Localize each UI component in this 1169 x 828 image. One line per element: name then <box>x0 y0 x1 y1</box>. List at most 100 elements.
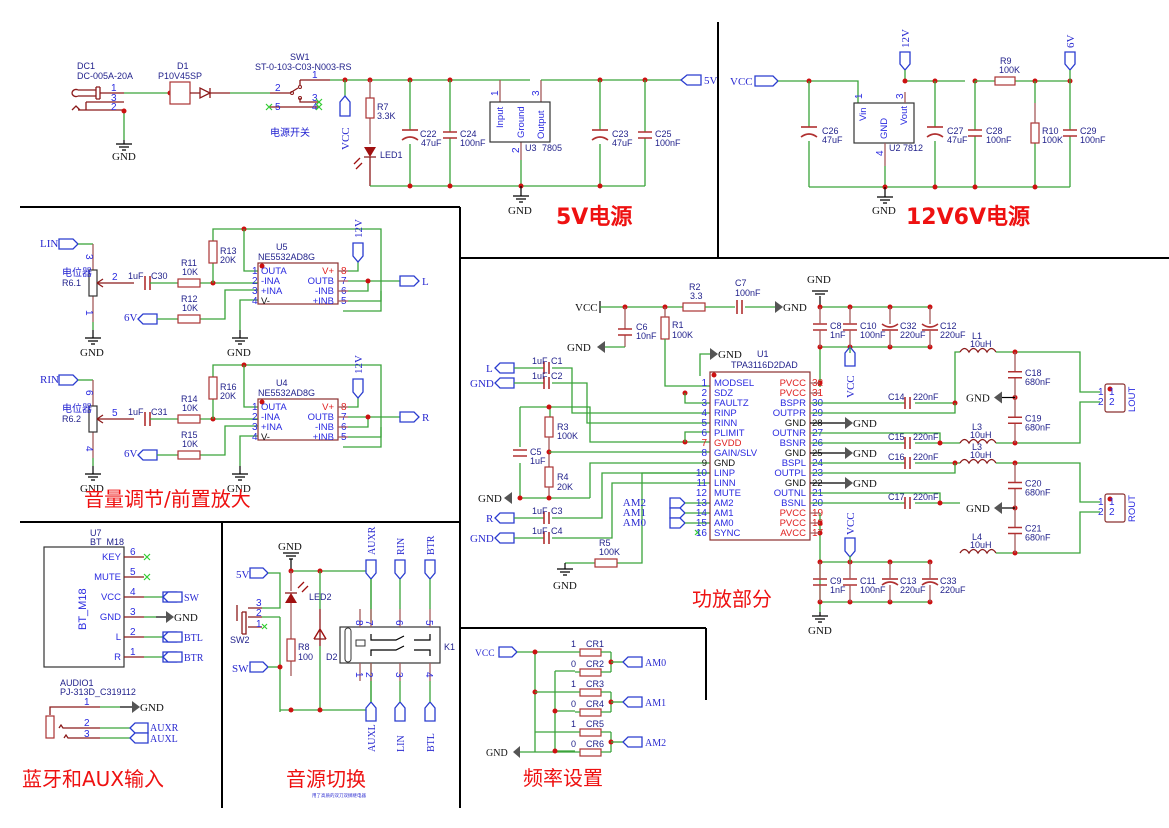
net-label: GND <box>718 349 742 361</box>
feedback-resistor <box>208 240 218 264</box>
junction-dot <box>365 278 371 284</box>
gnd-port <box>845 447 853 459</box>
cap-value: 220uF <box>940 330 966 340</box>
inductor-value: 10uH <box>970 430 992 440</box>
pin-name: OUTA <box>261 266 287 277</box>
input-resistor <box>177 278 201 288</box>
net-label: VCC <box>845 512 857 535</box>
pot-ref: R6.2 <box>62 414 81 424</box>
pin-num: 2 <box>111 102 117 113</box>
net-label: 6V <box>124 448 138 460</box>
pin-name: V- <box>261 432 270 443</box>
switch-sw2[interactable]: 3 2 1 SW2 <box>230 598 268 645</box>
net-label: VCC <box>575 302 598 314</box>
u7-ref: U7 <box>90 528 102 538</box>
pin-name: -INA <box>261 276 281 287</box>
pin-num: 1 <box>130 647 136 658</box>
port-flag <box>394 700 406 722</box>
wire <box>819 513 930 612</box>
pin-num: 1 <box>1098 387 1104 398</box>
cap-ref: C14 <box>888 392 905 402</box>
pin-num: 2 <box>1098 397 1104 408</box>
pin-name: PVCC <box>780 508 807 519</box>
cap-ref: C21 <box>1025 524 1042 534</box>
no-connect <box>143 553 151 561</box>
section-source-switch: GND 5V LED2 3 2 1 SW2 SW <box>230 526 455 799</box>
c5-value: 1uF <box>530 456 546 466</box>
no-connect <box>694 529 701 536</box>
net-label: GND <box>966 393 990 405</box>
resistor-ref: R14 <box>181 394 198 404</box>
resistor-bit: 1 <box>571 639 576 649</box>
audio1-ref: AUDIO1 <box>60 678 94 688</box>
opamp-ic <box>257 262 339 305</box>
c6-value: 10nF <box>636 331 657 341</box>
section-dividers <box>20 22 1169 808</box>
bootstrap-cap <box>904 497 911 509</box>
cap-value: 680nF <box>1025 422 1051 432</box>
pin-num: 1 <box>252 266 258 277</box>
pin-name: GND <box>785 448 806 459</box>
c28-value: 100nF <box>986 135 1012 145</box>
section-amplifier: VCC C6 10nF GND R1 100K R2 3.3 <box>470 274 1138 637</box>
net-label: L <box>422 276 429 288</box>
pin-num: 14 <box>696 508 708 519</box>
capacitor-c7: C7 100nF <box>735 278 761 314</box>
junction-dot <box>937 500 943 506</box>
wire <box>552 482 710 539</box>
pin-name: MUTE <box>714 488 741 499</box>
gnd-symbol: GND <box>278 541 302 571</box>
pin-name: BSPR <box>780 398 806 409</box>
capacitor <box>881 323 899 328</box>
vcc-port-flag: VCC <box>339 80 352 150</box>
net-label: GND <box>807 274 831 286</box>
feedback-resistor <box>208 376 218 400</box>
gnd-port: GND <box>486 746 520 759</box>
section-12v-6v-power: VCC C26 47uF Vin GND Vout 1 4 3 U2 7812 … <box>730 29 1106 230</box>
c23-ref: C23 <box>612 129 629 139</box>
config-resistor <box>579 648 602 657</box>
cap-ref: C33 <box>940 576 957 586</box>
cap-ref: C19 <box>1025 413 1042 423</box>
capacitor-c25: C25 100nF <box>638 80 681 186</box>
bt-module-body-label: BT_M18 <box>77 588 89 630</box>
pin-num: 2 <box>1109 507 1115 518</box>
c28-ref: C28 <box>986 126 1003 136</box>
pin-name: VCC <box>101 592 121 603</box>
pot-wiper <box>96 278 134 288</box>
cap-value: 1uF <box>532 356 548 366</box>
pin-num: 4 <box>130 587 136 598</box>
r9-value: 100K <box>999 65 1020 75</box>
c23-value: 47uF <box>612 138 633 148</box>
net-label: AM0 <box>623 517 647 529</box>
gnd-symbol <box>85 330 101 345</box>
net-label: AM0 <box>645 658 666 669</box>
pin-name: OUTPR <box>773 408 806 419</box>
cap-value: 220uF <box>900 330 926 340</box>
pin-num: 8 <box>353 620 364 626</box>
bt-module-u7 <box>43 546 125 668</box>
cap-ref: C15 <box>888 432 905 442</box>
filter-cap <box>1008 370 1022 425</box>
net-label: GND <box>227 347 251 359</box>
net-label: GND <box>80 347 104 359</box>
power-switch-sw1[interactable]: SW1 ST-0-103-C03-N003-RS 1 2 3 4 5 电源开关 <box>255 52 352 139</box>
pin-num: 1 <box>252 402 258 413</box>
port-12v: 12V <box>899 29 912 72</box>
gnd-symbol <box>85 466 101 481</box>
pin-num: 3 <box>111 93 117 104</box>
c25-value: 100nF <box>655 138 681 148</box>
resistor-r2: R2 3.3 <box>682 282 706 312</box>
wire <box>552 382 710 424</box>
net-label: GND <box>470 533 494 545</box>
section-title-freq: 频率设置 <box>523 766 603 790</box>
cap-ref: C16 <box>888 452 905 462</box>
d1-ref: D1 <box>177 61 189 71</box>
net-label: GND <box>553 580 577 592</box>
pin-num: 2 <box>511 147 522 153</box>
regulator-u2: Vin GND Vout 1 4 3 U2 7812 <box>853 92 923 166</box>
cap-ref: C11 <box>860 576 876 586</box>
gnd-port: GND <box>710 348 742 361</box>
wire <box>243 229 258 272</box>
led-led2: LED2 <box>285 571 332 603</box>
